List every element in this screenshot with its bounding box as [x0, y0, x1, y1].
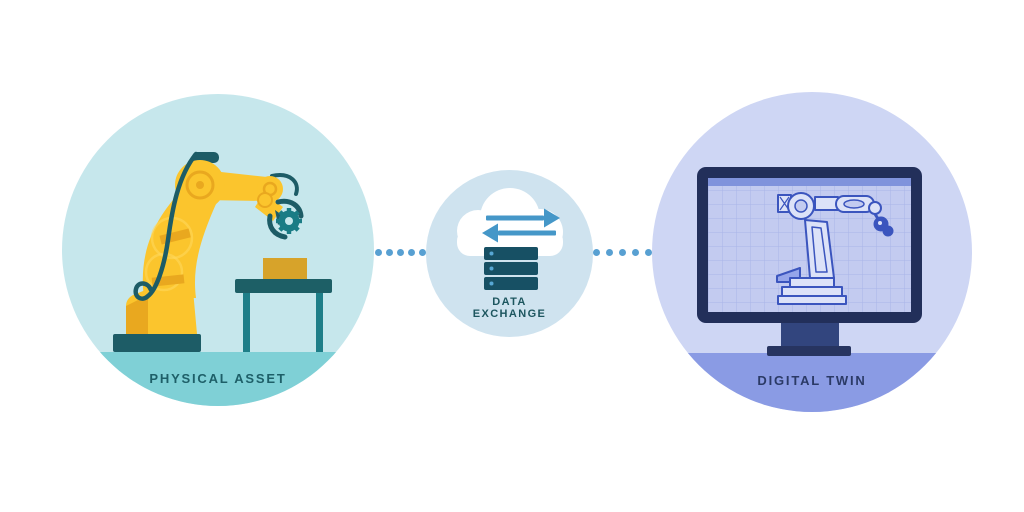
- physical-asset-circle: PHYSICAL ASSET: [62, 94, 374, 406]
- sync-arrows-icon: [482, 208, 560, 243]
- digital-floor: [652, 353, 972, 412]
- physical-floor: [62, 352, 374, 406]
- data-exchange-circle: DATA EXCHANGE: [426, 170, 593, 337]
- data-exchange-label-line2: EXCHANGE: [472, 308, 547, 320]
- connector-dot: [386, 249, 393, 256]
- connector-dots-right: [593, 249, 652, 256]
- digital-twin-circle: DIGITAL TWIN: [652, 92, 972, 412]
- data-exchange-label: DATA EXCHANGE: [426, 296, 593, 320]
- data-exchange-label-line1: DATA: [492, 296, 527, 308]
- physical-asset-label: PHYSICAL ASSET: [149, 371, 287, 386]
- blueprint-robot-icon: [776, 192, 894, 305]
- workbench-icon: [235, 258, 332, 352]
- monitor-icon: [697, 167, 922, 356]
- server-stack-icon: [484, 247, 538, 290]
- connector-dot: [397, 249, 404, 256]
- connector-dot: [632, 249, 639, 256]
- monitor-stand: [767, 323, 851, 356]
- connector-dot: [606, 249, 613, 256]
- connector-dot: [645, 249, 652, 256]
- digital-twin-label: DIGITAL TWIN: [757, 373, 867, 388]
- connector-dot: [619, 249, 626, 256]
- connector-dots-left: [375, 249, 426, 256]
- gear-icon: [276, 208, 302, 234]
- screen-titlebar: [708, 178, 911, 186]
- data-exchange-scene: [457, 188, 563, 290]
- robot-arm-icon: [113, 151, 332, 352]
- connector-dot: [375, 249, 382, 256]
- connector-dot: [408, 249, 415, 256]
- connector-dot: [593, 249, 600, 256]
- connector-dot: [419, 249, 426, 256]
